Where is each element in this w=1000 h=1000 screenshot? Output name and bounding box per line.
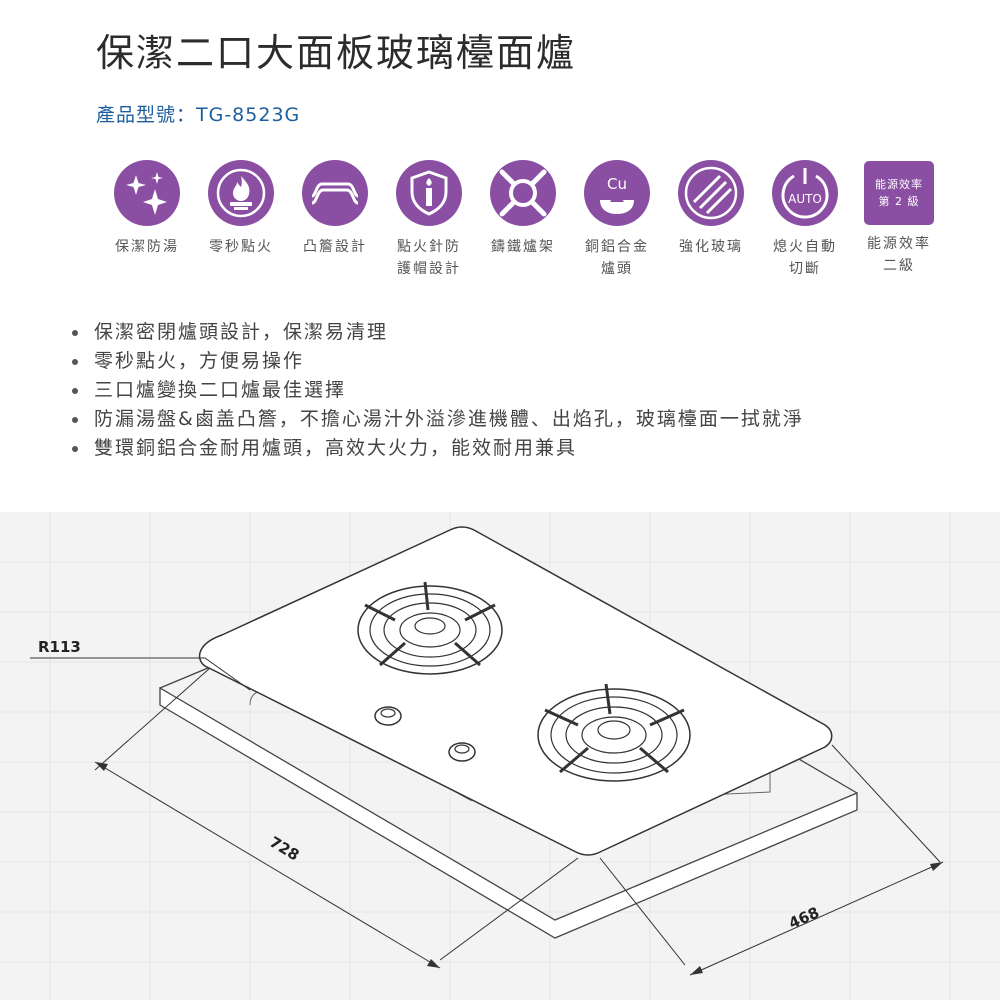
page-title: 保潔二口大面板玻璃檯面爐 — [96, 31, 577, 75]
feature-label: 銅鋁合金 爐頭 — [585, 239, 649, 277]
flame-guard-icon — [396, 160, 462, 226]
burner-right — [537, 683, 691, 782]
feature-label: 強化玻璃 — [679, 239, 743, 255]
glass-panel — [198, 526, 833, 856]
feature-item: 凸簷設計 — [288, 158, 382, 258]
badge-line-2: 第 2 級 — [878, 195, 920, 208]
feature-label: 熄火自動 切斷 — [773, 239, 837, 277]
model-number: 產品型號：TG-8523G — [96, 104, 301, 126]
radius-label: R113 — [38, 638, 81, 656]
tempered-glass-icon — [678, 160, 744, 226]
feature-item: 保潔防湯 — [100, 158, 194, 258]
feature-label: 鑄鐵爐架 — [491, 239, 555, 255]
list-item: 三口爐變換二口爐最佳選擇 — [70, 376, 804, 405]
feature-icons-row: 保潔防湯 零秒點火 凸簷設計 點火針防 護帽設計 — [100, 158, 940, 288]
control-knobs — [374, 706, 476, 762]
auto-power-icon: AUTO — [772, 160, 838, 226]
dimension-lines — [30, 657, 944, 976]
feature-item: 強化玻璃 — [664, 158, 758, 258]
dimension-diagram: R113 728 468 — [0, 512, 1000, 1000]
copper-burner-icon: Cu — [584, 160, 650, 226]
copper-symbol: Cu — [607, 175, 627, 193]
burner-left — [357, 581, 503, 675]
list-item: 保潔密閉爐頭設計，保潔易清理 — [70, 318, 804, 347]
feature-label: 能源效率 二級 — [867, 236, 931, 274]
auto-text: AUTO — [788, 192, 822, 206]
badge-line-1: 能源效率 — [875, 178, 923, 191]
feature-label: 保潔防湯 — [115, 239, 179, 255]
raised-rim-icon — [302, 160, 368, 226]
feature-label: 點火針防 護帽設計 — [397, 239, 461, 277]
list-item: 防漏湯盤&鹵盖凸簷，不擔心湯汁外溢滲進機體、出焰孔，玻璃檯面一拭就淨 — [70, 405, 804, 434]
feature-item: 鑄鐵爐架 — [476, 158, 570, 258]
cast-iron-grate-icon — [490, 160, 556, 226]
list-item: 零秒點火，方便易操作 — [70, 347, 804, 376]
feature-label: 零秒點火 — [209, 239, 273, 255]
feature-item: Cu 銅鋁合金 爐頭 — [570, 158, 664, 280]
feature-item: 能源效率 第 2 級 能源效率 二級 — [852, 158, 946, 277]
energy-badge: 能源效率 第 2 級 — [864, 161, 934, 225]
sparkle-icon — [114, 160, 180, 226]
flame-burner-icon — [208, 160, 274, 226]
feature-item: 零秒點火 — [194, 158, 288, 258]
feature-bullet-list: 保潔密閉爐頭設計，保潔易清理 零秒點火，方便易操作 三口爐變換二口爐最佳選擇 防… — [70, 318, 804, 463]
dimension-arrows — [95, 762, 943, 975]
feature-item: 點火針防 護帽設計 — [382, 158, 476, 280]
feature-item: AUTO 熄火自動 切斷 — [758, 158, 852, 280]
feature-label: 凸簷設計 — [303, 239, 367, 255]
list-item: 雙環銅鋁合金耐用爐頭，高效大火力，能效耐用兼具 — [70, 434, 804, 463]
